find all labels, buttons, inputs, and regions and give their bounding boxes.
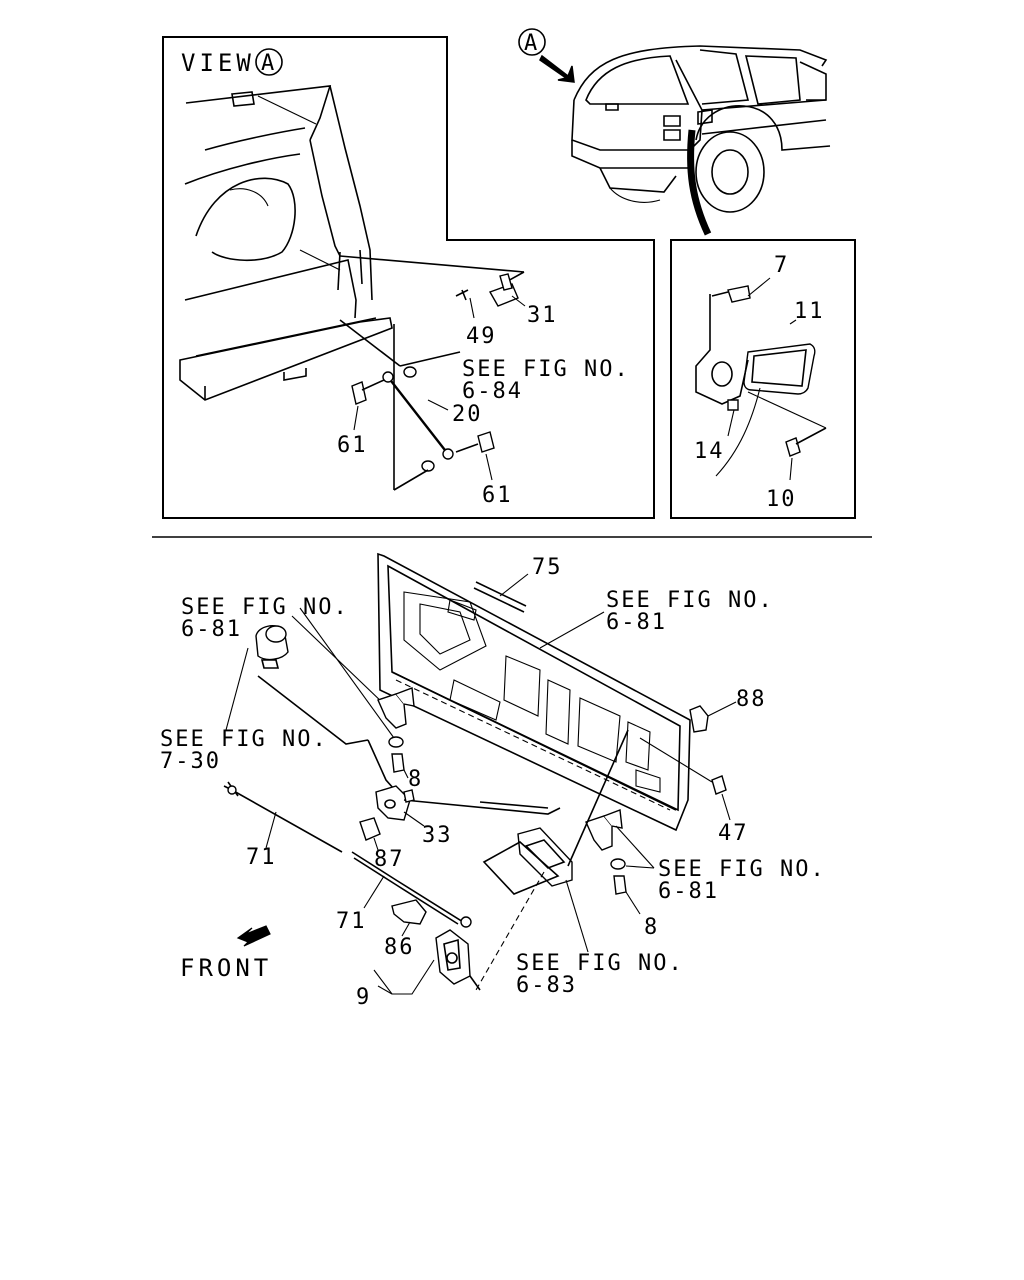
- stay-rod: [387, 376, 449, 455]
- view-direction-arrow: [539, 54, 575, 83]
- bumper-14: [727, 399, 739, 411]
- ref-7-30-line2: 7-30: [160, 749, 221, 774]
- screw-47: [711, 775, 727, 795]
- ref-7-30-line1: SEE FIG NO.: [160, 727, 328, 752]
- front-label: FRONT: [180, 954, 272, 982]
- bolt-87: [359, 817, 381, 841]
- view-marker-circle: [255, 48, 283, 76]
- clip-86: [391, 899, 427, 925]
- washer-lower: [421, 460, 435, 472]
- rod-71-lower: [351, 851, 472, 928]
- washer-upper: [403, 366, 417, 378]
- callout-9-bracket: [373, 959, 435, 995]
- ref-6-84-line2: 6-84: [462, 379, 523, 404]
- callout-7: 7: [774, 253, 789, 278]
- callout-71-lower: 71: [336, 909, 367, 934]
- ref-6-81-right-line1: SEE FIG NO.: [606, 588, 774, 613]
- callout-11: 11: [794, 299, 825, 324]
- tailgate-stay-assembly: [339, 255, 525, 491]
- ref-6-81-left-line2: 6-81: [181, 617, 242, 642]
- cargo-area-drawing: [179, 85, 393, 401]
- callout-75: 75: [532, 555, 563, 580]
- callout-31: 31: [527, 303, 558, 328]
- callout-9: 9: [356, 985, 371, 1010]
- front-arrow-icon: [236, 925, 271, 947]
- ref-6-83-line2: 6-83: [516, 973, 577, 998]
- callout-8-lower: 8: [644, 915, 659, 940]
- callout-71-upper: 71: [246, 845, 277, 870]
- fuel-door-panel-11: [743, 343, 816, 395]
- callout-14: 14: [694, 439, 725, 464]
- callout-47: 47: [718, 821, 749, 846]
- callout-20: 20: [452, 402, 483, 427]
- hinge-left: [377, 687, 415, 773]
- rod-71-upper: [223, 781, 343, 853]
- screw-10: [785, 437, 801, 457]
- inner-handle-assembly: [475, 729, 629, 991]
- ref-6-83-line1: SEE FIG NO.: [516, 951, 684, 976]
- ref-6-81-left-line1: SEE FIG NO.: [181, 595, 349, 620]
- striker-31: [455, 273, 519, 307]
- hinge-right: [585, 809, 627, 895]
- callout-88: 88: [736, 687, 767, 712]
- ref-6-84-line1: SEE FIG NO.: [462, 357, 630, 382]
- callout-87: 87: [374, 847, 405, 872]
- ref-6-81-right-line2: 6-81: [606, 610, 667, 635]
- fuel-door-detail: [695, 285, 827, 477]
- view-a-frame: [162, 36, 655, 519]
- callout-49: 49: [466, 324, 497, 349]
- latch-9: [435, 929, 481, 991]
- bolt-61-lower: [477, 431, 495, 453]
- callout-10: 10: [766, 487, 797, 512]
- clip-88: [689, 705, 709, 733]
- torsion-rod-75: [473, 573, 529, 613]
- fuel-door-frame: [670, 239, 856, 519]
- callout-33: 33: [422, 823, 453, 848]
- view-label: VIEW: [181, 49, 255, 77]
- ref-6-81-bottom-line1: SEE FIG NO.: [658, 857, 826, 882]
- callout-8-upper: 8: [408, 767, 423, 792]
- vehicle-illustration: [571, 45, 831, 236]
- ref-6-81-bottom-line2: 6-81: [658, 879, 719, 904]
- callout-61-upper: 61: [337, 433, 368, 458]
- bolt-61-upper: [351, 381, 367, 405]
- callout-86: 86: [384, 935, 415, 960]
- arrow-marker: A: [524, 31, 539, 56]
- latch-bracket-33: [375, 785, 561, 821]
- arrow-marker-circle: [518, 28, 546, 56]
- callout-61-lower: 61: [482, 483, 513, 508]
- view-marker: A: [261, 51, 276, 76]
- clip-7: [727, 285, 751, 303]
- tailgate-panel: [377, 552, 691, 832]
